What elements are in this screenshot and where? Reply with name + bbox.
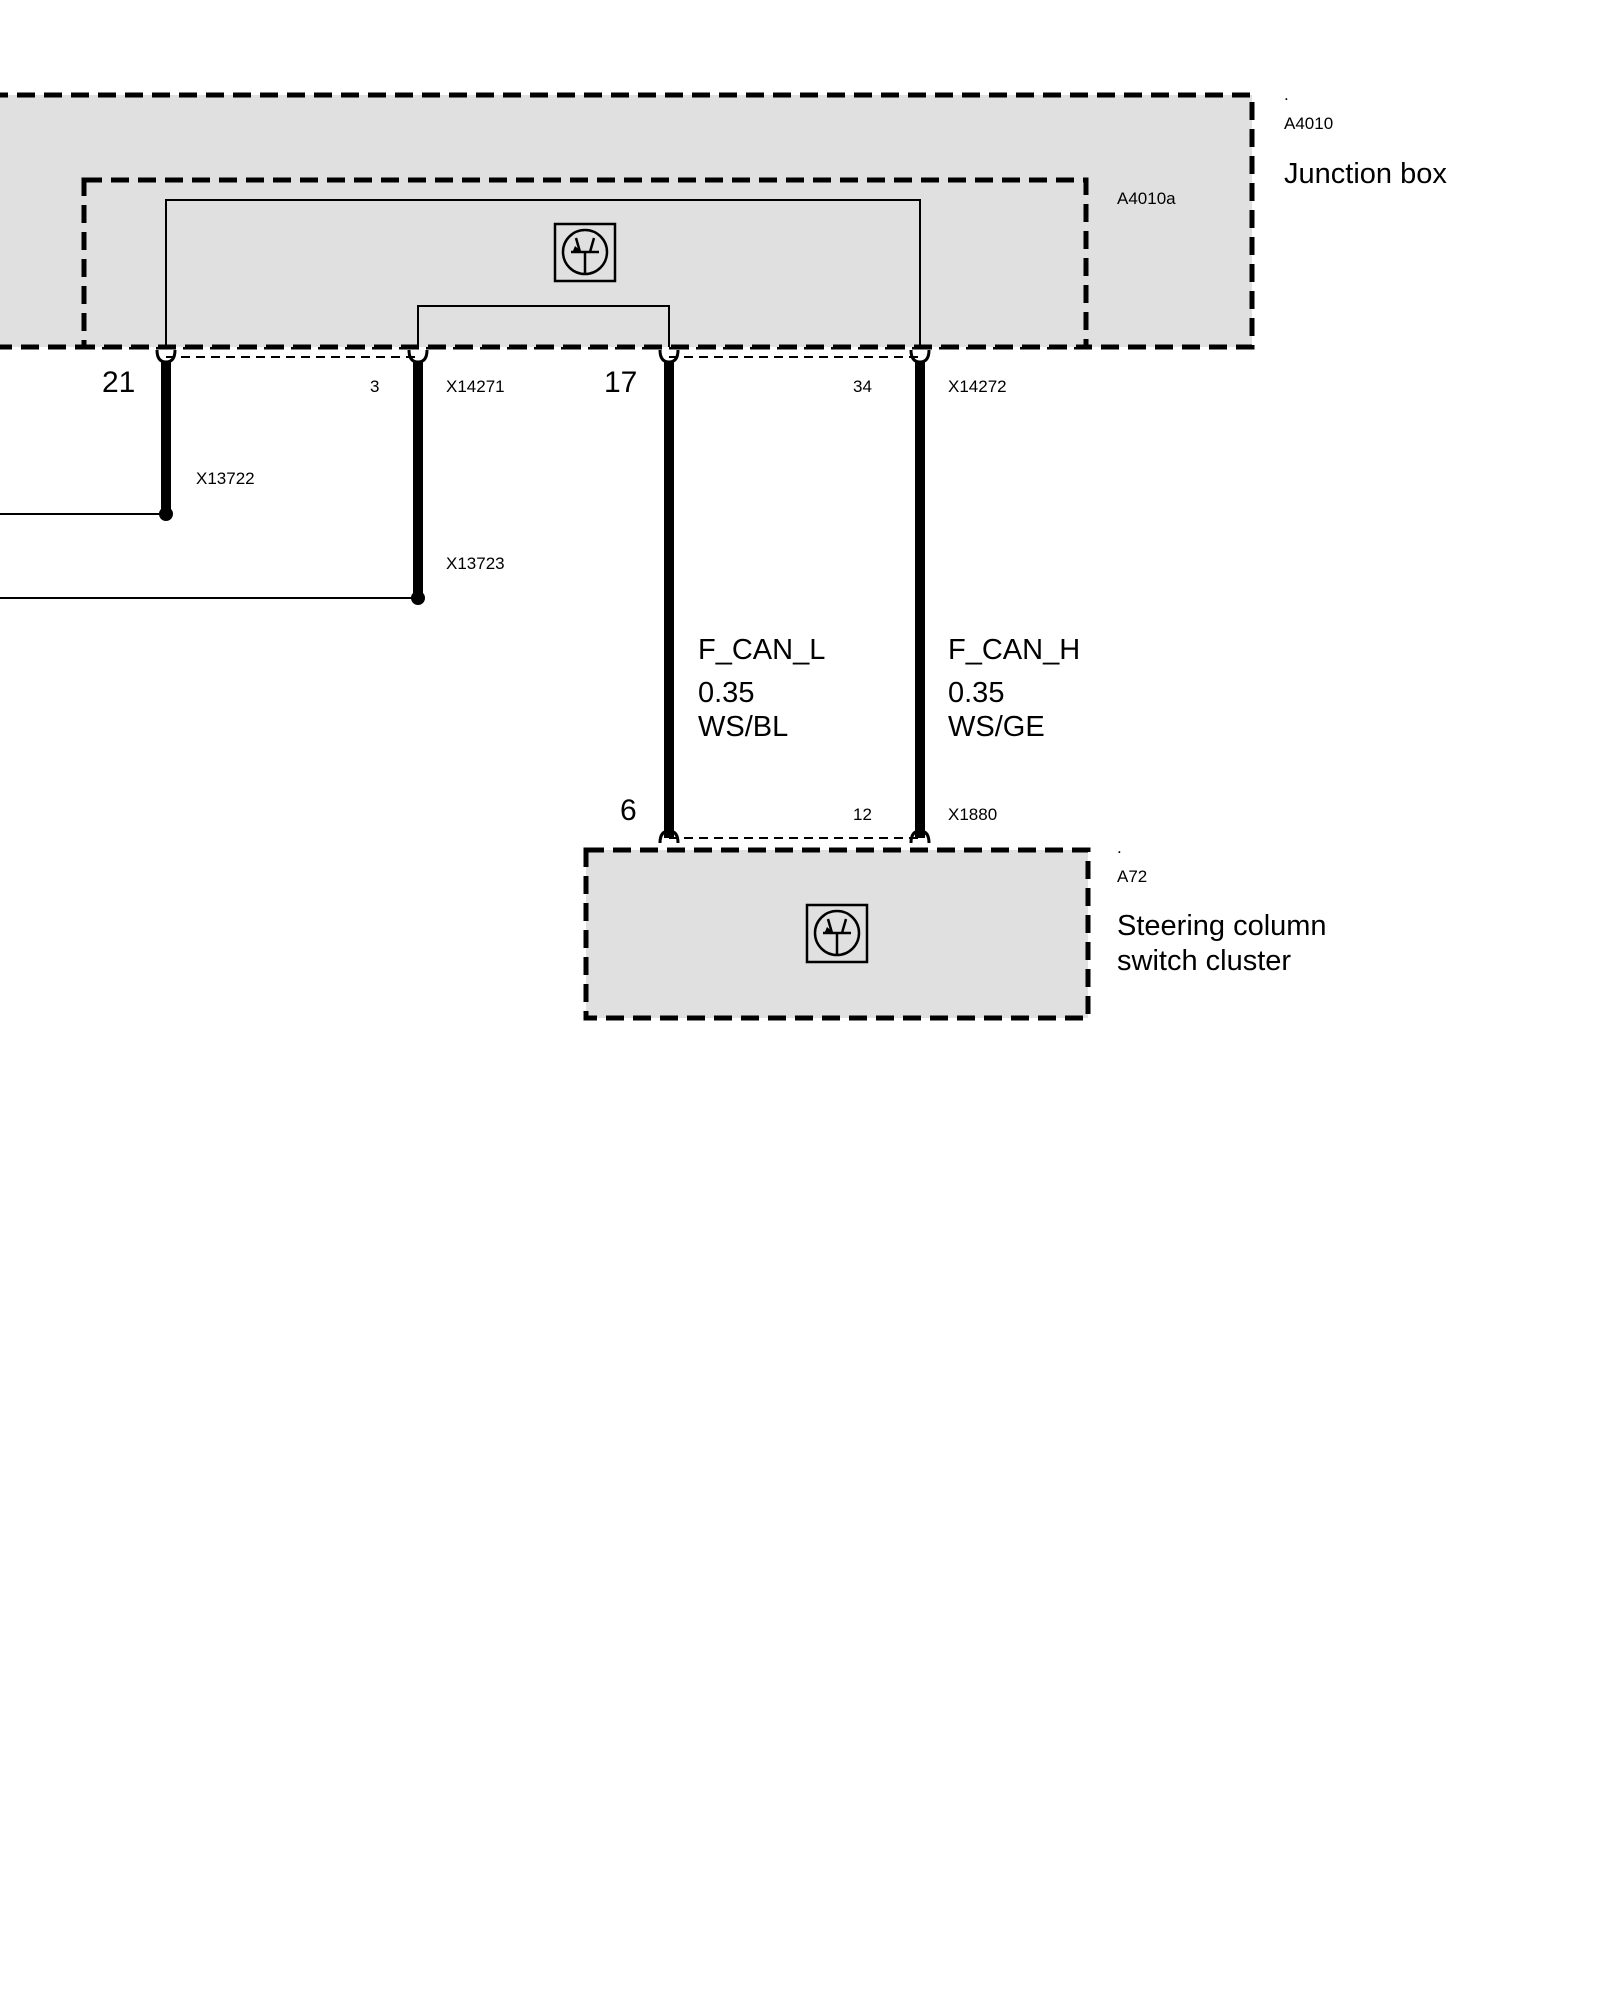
connector-x13723-label: X13723 xyxy=(446,554,505,573)
wire-can-low-size: 0.35 xyxy=(698,677,754,709)
connector-x14271-label: X14271 xyxy=(446,377,505,396)
pin-17-label: 17 xyxy=(604,366,637,399)
pin-34-label: 34 xyxy=(853,377,872,396)
connector-x13722-label: X13722 xyxy=(196,469,255,488)
wire-can-high-signal: F_CAN_H xyxy=(948,634,1080,666)
internal-wire-outer xyxy=(165,199,921,347)
junction-box-id: A4010 xyxy=(1284,114,1333,133)
internal-wire-inner xyxy=(417,305,670,347)
pin-21-label: 21 xyxy=(102,366,135,399)
pin-6-label: 6 xyxy=(620,794,637,827)
wire-can-high-size: 0.35 xyxy=(948,677,1004,709)
connector-x1880-label: X1880 xyxy=(948,805,997,824)
steering-cluster-dot: . xyxy=(1117,838,1122,857)
pin-12-label: 12 xyxy=(853,805,872,824)
steering-cluster-name-line1: Steering column xyxy=(1117,910,1327,942)
control-unit-icon xyxy=(805,903,869,964)
wire-can-high-color: WS/GE xyxy=(948,711,1045,743)
connector-x14272-label: X14272 xyxy=(948,377,1007,396)
junction-box-sub-id: A4010a xyxy=(1117,189,1176,208)
control-unit-icon xyxy=(553,222,617,283)
pin-3-label: 3 xyxy=(370,377,379,396)
wire-can-low-color: WS/BL xyxy=(698,711,788,743)
wire-can-low-signal: F_CAN_L xyxy=(698,634,825,666)
steering-cluster-name-line2: switch cluster xyxy=(1117,945,1291,977)
junction-box-name: Junction box xyxy=(1284,158,1447,190)
junction-box-dot: . xyxy=(1284,85,1289,104)
pin-hooks-bottom xyxy=(658,829,931,844)
steering-cluster-id: A72 xyxy=(1117,867,1147,886)
